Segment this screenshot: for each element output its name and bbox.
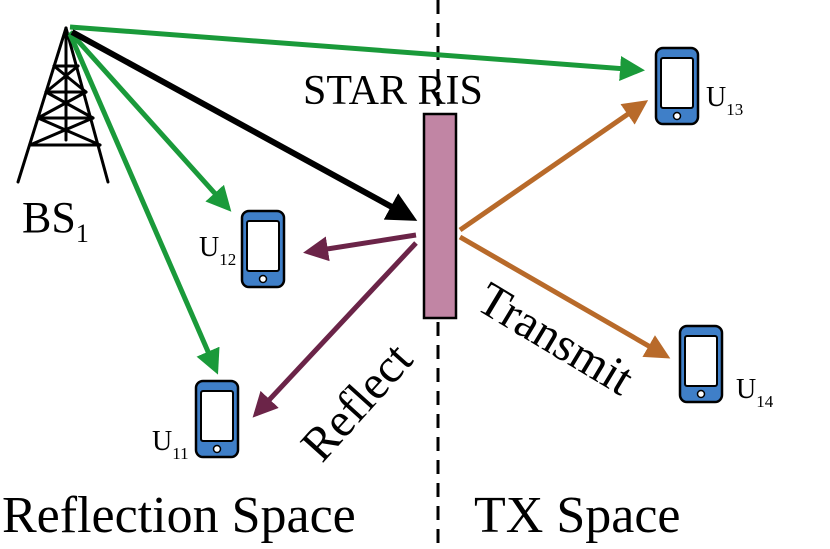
bs-to-u12-arrow (68, 30, 232, 212)
reflect-to-u12-arrow (303, 232, 417, 262)
user-label-u13: U13 (706, 82, 743, 119)
ris-panel (422, 112, 458, 320)
tx-space-label: TX Space (474, 487, 680, 544)
user-label-u11: U11 (152, 426, 189, 463)
tower-icon (16, 26, 110, 184)
bs-to-ris-arrow (70, 29, 418, 221)
smartphone-icon (678, 324, 724, 404)
bs-to-u13-arrow (69, 24, 645, 81)
smartphone-icon (654, 46, 700, 126)
reflect-to-u11-arrow (252, 241, 418, 418)
smartphone-icon (240, 209, 286, 289)
ris-label: STAR RIS (303, 68, 483, 114)
user-label-u12: U12 (199, 232, 236, 269)
bs-label: BS1 (22, 193, 89, 248)
smartphone-icon (194, 379, 240, 459)
transmit-to-u13-arrow (458, 100, 649, 233)
transmit-to-u14-arrow (458, 234, 671, 359)
user-label-u14: U14 (736, 374, 774, 411)
bs-to-u11-arrow (67, 33, 220, 375)
reflection-space-label: Reflection Space (2, 487, 356, 544)
